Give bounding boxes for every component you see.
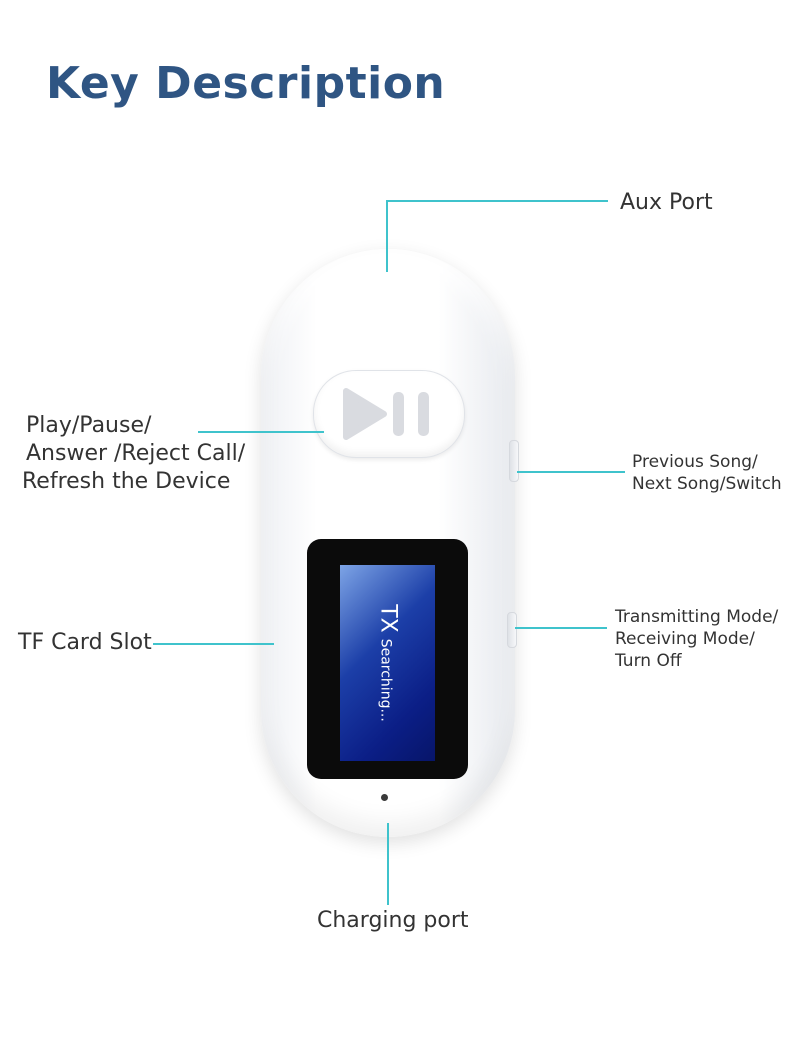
play-pause-icon (343, 388, 429, 440)
play-pause-line (198, 431, 324, 433)
aux-port-line-v (386, 200, 388, 272)
aux-port-line-h (386, 200, 608, 202)
play-pause-label: Play/Pause/ Answer /Reject Call/ Refresh… (22, 413, 246, 494)
aux-port-label: Aux Port (620, 190, 713, 215)
prev-next-label: Previous Song/ Next Song/Switch (632, 452, 782, 494)
play-pause-button[interactable] (313, 370, 465, 458)
tf-card-label: TF Card Slot (18, 630, 152, 655)
lcd-display: TX Searching... (340, 565, 435, 761)
charging-port-hole (381, 794, 388, 801)
charging-line (387, 823, 389, 905)
mode-label: Transmitting Mode/ Receiving Mode/ Turn … (615, 607, 779, 671)
prev-next-line (517, 471, 625, 473)
screen-mode: TX (375, 604, 400, 633)
charging-port-label: Charging port (317, 908, 469, 933)
screen-text: TX Searching... (375, 604, 400, 722)
page-title: Key Description (46, 58, 446, 109)
prev-next-side-button[interactable] (509, 440, 519, 482)
mode-line (515, 627, 607, 629)
tf-card-line (153, 643, 274, 645)
mode-side-button[interactable] (507, 612, 517, 648)
screen-status: Searching... (377, 638, 393, 722)
